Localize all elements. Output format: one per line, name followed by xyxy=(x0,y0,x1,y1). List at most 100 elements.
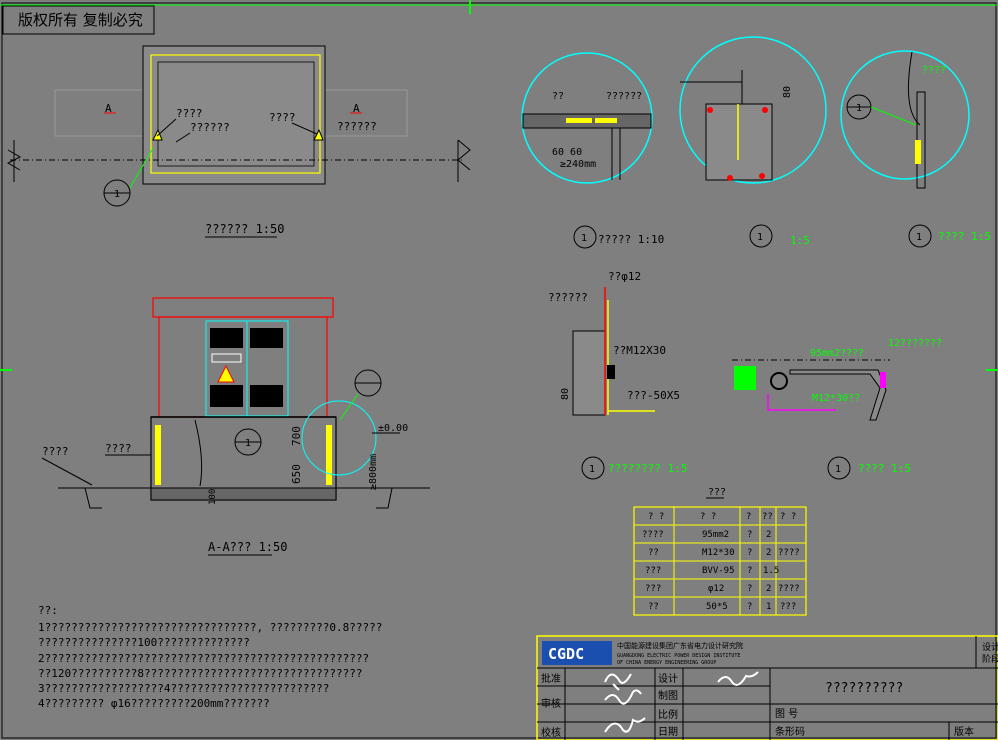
detail-1-label-b: ?????? xyxy=(606,91,642,102)
label-barcode: 条形码 xyxy=(775,725,805,738)
plan-view: A A ???? ?????? ???? ?????? 1 ?????? 1:5… xyxy=(6,45,471,238)
notes-line: 1????????????????????????????????, ?????… xyxy=(38,621,382,634)
table-cell: ? xyxy=(747,584,752,594)
detail-4-label-c: ??M12X30 xyxy=(613,344,666,357)
detail-5-caption: ???? 1:5 xyxy=(858,462,911,475)
detail-2-caption: 1:5 xyxy=(790,234,810,247)
table-cell: 2 xyxy=(766,584,771,594)
label-date: 日期 xyxy=(658,726,678,738)
table-cell: ? xyxy=(747,530,752,540)
detail-1-caption-num: 1 xyxy=(581,233,587,244)
section-dim-650: 650 xyxy=(290,464,303,484)
table-cell: ???? xyxy=(778,584,800,594)
detail-1-dim-240: ≥240mm xyxy=(560,159,596,170)
label-design: 设计 xyxy=(658,672,678,685)
detail-4-dim-80: 80 xyxy=(560,388,571,400)
label-check: 校核 xyxy=(541,726,561,739)
copyright-box xyxy=(2,5,155,35)
title-block: CGDC 中国能源建设集团广东省电力设计研究院 GUANGDONG ELECTR… xyxy=(536,635,998,740)
signature-review xyxy=(604,689,642,705)
table-cell: ??? xyxy=(645,566,661,576)
company-name-en-2: OF CHINA ENERGY ENGINEERING GROUP xyxy=(617,660,716,666)
material-table: ??? ? ? ? ? ? ?? ? ? ???? 95mm2 ? 2 ?? M… xyxy=(633,487,807,616)
plan-label-4: ?????? xyxy=(337,120,377,133)
detail-3: 1 ???? xyxy=(840,50,970,189)
table-header-0: ? ? xyxy=(648,512,664,522)
signature-design xyxy=(604,673,632,691)
title-block-right-2: 阶段 xyxy=(982,653,998,665)
detail-4: ??φ12 ?????? ??M12X30 ???-50X5 80 xyxy=(548,270,680,416)
detail-4-label-b: ?????? xyxy=(548,291,588,304)
table-cell: 95mm2 xyxy=(702,530,729,540)
copyright-text: 版权所有 复制必究 xyxy=(18,11,143,29)
table-cell: 50*5 xyxy=(706,602,728,612)
detail-2: 80 xyxy=(679,36,827,184)
material-table-title: ??? xyxy=(708,487,726,498)
table-cell: ? xyxy=(747,548,752,558)
detail-5-label-a: 95mm2???? xyxy=(810,348,864,359)
table-header-2: ? xyxy=(746,512,751,522)
detail-1: ?? ?????? 60 60 ≥240mm xyxy=(521,52,653,184)
detail-5-caption-num: 1 xyxy=(835,464,841,475)
table-cell: M12*30 xyxy=(702,548,735,558)
detail-5: 95mm2???? M12*30?? 12??????? xyxy=(732,338,942,421)
signature-designer xyxy=(717,671,759,686)
table-cell: ???? xyxy=(778,548,800,558)
label-approve: 批准 xyxy=(541,672,561,685)
notes-line: 3??????????????????4????????????????????… xyxy=(38,682,329,695)
notes-line: ???????????????100?????????????? xyxy=(38,636,250,649)
section-mark-left: A xyxy=(105,102,112,115)
label-review: 审核 xyxy=(541,697,561,710)
company-name-cn: 中国能源建设集团广东省电力设计研究院 xyxy=(617,641,743,650)
section-dim-100: 100 xyxy=(208,489,218,505)
plan-label-1: ???? xyxy=(176,107,203,120)
detail-4-label-a: ??φ12 xyxy=(608,270,641,283)
table-header-3: ?? xyxy=(762,512,773,522)
logo-text: CGDC xyxy=(548,645,584,663)
detail-3-caption: ???? 1:5 xyxy=(938,230,991,243)
detail-1-caption: ????? 1:10 xyxy=(598,233,664,246)
table-cell: ? xyxy=(747,602,752,612)
table-cell: ?? xyxy=(648,548,659,558)
table-cell: ? xyxy=(747,566,752,576)
detail-3-caption-num: 1 xyxy=(916,232,922,243)
notes-line: ??120??????????8????????????????????????… xyxy=(38,667,363,680)
section-dim-700: 700 xyxy=(290,426,303,446)
signature-check xyxy=(604,717,646,733)
table-cell: ??? xyxy=(780,602,796,612)
label-drawing-no: 图 号 xyxy=(775,708,798,720)
detail-4-caption-num: 1 xyxy=(589,464,595,475)
section-detail-ref: 1 xyxy=(245,438,251,449)
table-cell: ???? xyxy=(642,530,664,540)
table-cell: ?? xyxy=(648,602,659,612)
detail-3-ref: 1 xyxy=(856,103,862,114)
section-mark-right: A xyxy=(353,102,360,115)
plan-label-2: ?????? xyxy=(190,121,230,134)
title-block-right-1: 设计 xyxy=(982,641,998,653)
table-cell: 1 xyxy=(766,602,771,612)
detail-5-label-b: M12*30?? xyxy=(812,393,860,404)
detail-1-dims: 60 60 xyxy=(552,147,582,158)
plan-detail-ref: 1 xyxy=(114,189,120,200)
table-cell: 2 xyxy=(766,548,771,558)
table-cell: 2 xyxy=(766,530,771,540)
notes-line: 4????????? φ16?????????200mm??????? xyxy=(38,697,270,710)
table-cell: 1.5 xyxy=(763,566,779,576)
detail-2-dim-80: 80 xyxy=(782,86,793,98)
section-label-left-2: ???? xyxy=(105,442,132,455)
table-cell: BVV-95 xyxy=(702,566,735,576)
table-header-4: ? ? xyxy=(780,512,796,522)
table-cell: φ12 xyxy=(708,584,724,594)
label-version: 版本 xyxy=(954,725,974,738)
notes: ??: 1????????????????????????????????, ?… xyxy=(38,604,382,710)
section-view: 1 ???? ???? 700 650 ≥800mm ±0.00 100 A-A… xyxy=(41,297,430,556)
label-draw: 制图 xyxy=(658,689,678,702)
notes-line: 2???????????????????????????????????????… xyxy=(38,652,369,665)
detail-4-label-d: ???-50X5 xyxy=(627,389,680,402)
section-label-left-1: ???? xyxy=(42,445,69,458)
label-scale: 比例 xyxy=(658,708,678,721)
detail-2-caption-num: 1 xyxy=(757,232,763,243)
detail-3-label: ???? xyxy=(922,65,946,76)
